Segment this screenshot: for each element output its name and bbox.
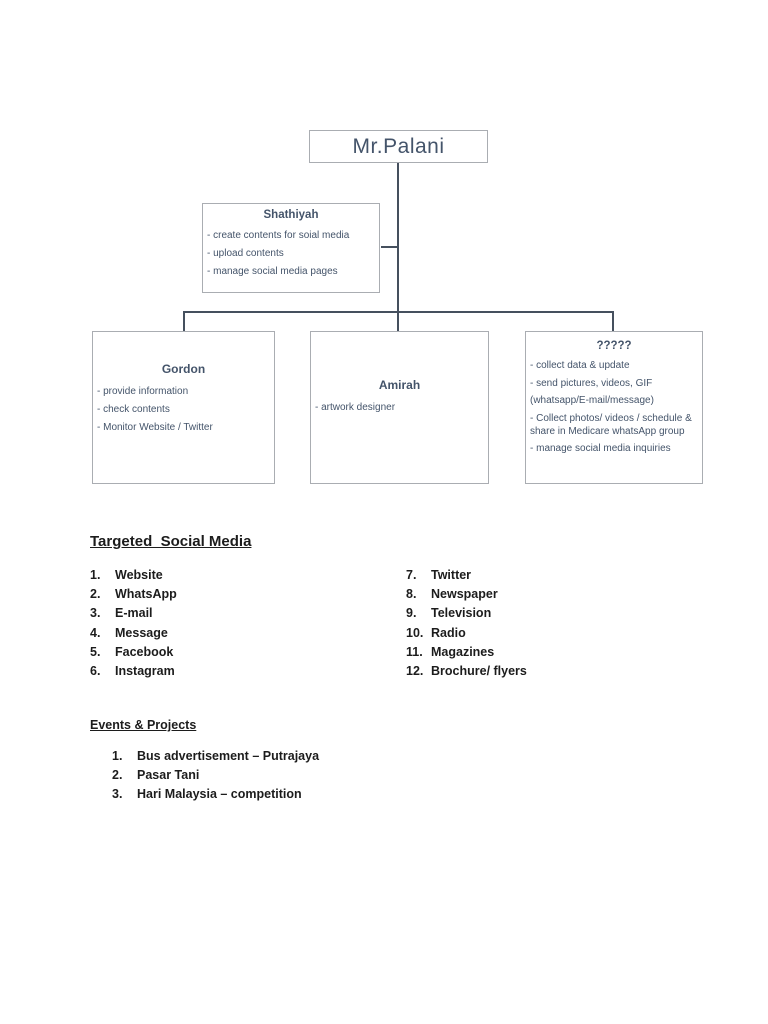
list-item-label: Pasar Tani [137,767,200,782]
list-item-number: 2. [112,767,123,782]
org-node-duty: - manage social media inquiries [530,443,671,454]
list-item: 2. Pasar Tani [112,765,319,784]
org-node-duty: - Monitor Website / Twitter [97,422,213,433]
list-item-number: 1. [112,748,123,763]
list-item-number: 8. [406,586,417,601]
list-item-number: 3. [112,787,123,802]
list-item: 7. Twitter [406,565,527,584]
connector-drop-unknown [612,311,614,331]
list-item: 2. WhatsApp [90,584,177,603]
list-item-number: 6. [90,664,101,679]
list-item: 3. E-mail [90,604,177,623]
targeted-social-media-list-right: 7. Twitter 8. Newspaper 9. Television 10… [406,565,527,681]
org-node-unknown: ????? - collect data & update - send pic… [525,331,703,484]
org-node-root: Mr.Palani [309,130,488,163]
org-node-duty: - upload contents [207,248,284,259]
list-item-label: Bus advertisement – Putrajaya [137,748,320,763]
list-item: 1. Website [90,565,177,584]
list-item-number: 5. [90,644,101,659]
org-node-duty: - provide information [97,386,189,397]
org-node-duty: - artwork designer [315,402,396,413]
org-node-duty: - Collect photos/ videos / schedule & sh… [530,412,692,437]
list-item: 10. Radio [406,623,527,642]
org-node-duty: - create contents for soial media [207,230,350,241]
org-node-duty: (whatsapp/E-mail/message) [530,395,654,406]
list-item-label: Television [431,606,492,621]
org-node-title: Gordon [161,362,206,376]
list-item-number: 7. [406,567,417,582]
org-node-shathiyah: Shathiyah - create contents for soial me… [202,203,380,293]
list-item-number: 1. [90,567,101,582]
org-node-duty: - manage social media pages [207,266,338,277]
list-item-number: 2. [90,586,101,601]
list-item-number: 4. [90,625,101,640]
list-item-label: Twitter [431,567,472,582]
connector-drop-amirah [397,311,399,331]
connector-root-vertical [397,163,399,312]
events-projects-list: 1. Bus advertisement – Putrajaya 2. Pasa… [112,746,319,804]
list-item-label: Radio [431,625,466,640]
connector-drop-gordon [183,311,185,331]
org-node-gordon: Gordon - provide information - check con… [92,331,275,484]
list-item: 3. Hari Malaysia – competition [112,785,319,804]
list-item-number: 10. [406,625,424,640]
list-item: 12. Brochure/ flyers [406,661,527,680]
org-node-duty: - collect data & update [530,360,630,371]
org-node-root-title: Mr.Palani [352,135,445,158]
list-item: 11. Magazines [406,642,527,661]
targeted-social-media-list-left: 1. Website 2. WhatsApp 3. E-mail 4. Mess… [90,565,177,681]
list-item-number: 3. [90,606,101,621]
list-item-label: Newspaper [431,586,498,601]
targeted-social-media-heading: Targeted Social Media [90,533,252,550]
org-node-duty: - check contents [97,404,170,415]
org-node-duty: - send pictures, videos, GIF [530,377,653,389]
org-node-amirah: Amirah - artwork designer [310,331,489,484]
org-node-title: Shathiyah [263,209,319,221]
connector-assistant-link [381,246,398,248]
list-item-label: Hari Malaysia – competition [137,787,302,802]
list-item-number: 11. [406,644,423,659]
list-item-label: Facebook [115,644,174,659]
list-item-label: Brochure/ flyers [431,664,527,679]
list-item-label: E-mail [115,606,153,621]
list-item-number: 12. [406,664,424,679]
list-item-label: WhatsApp [115,586,177,601]
list-item-label: Instagram [115,664,175,679]
list-item-label: Message [115,625,168,640]
list-item: 9. Television [406,604,527,623]
org-node-title: ????? [596,340,632,352]
list-item: 4. Message [90,623,177,642]
list-item: 5. Facebook [90,642,177,661]
list-item-label: Magazines [431,644,495,659]
list-item-label: Website [115,567,163,582]
list-item: 8. Newspaper [406,584,527,603]
events-projects-heading: Events & Projects [90,718,197,732]
connector-children-horizontal [183,311,614,313]
list-item: 6. Instagram [90,661,177,680]
org-node-title: Amirah [378,378,421,392]
list-item: 1. Bus advertisement – Putrajaya [112,746,319,765]
list-item-number: 9. [406,606,417,621]
